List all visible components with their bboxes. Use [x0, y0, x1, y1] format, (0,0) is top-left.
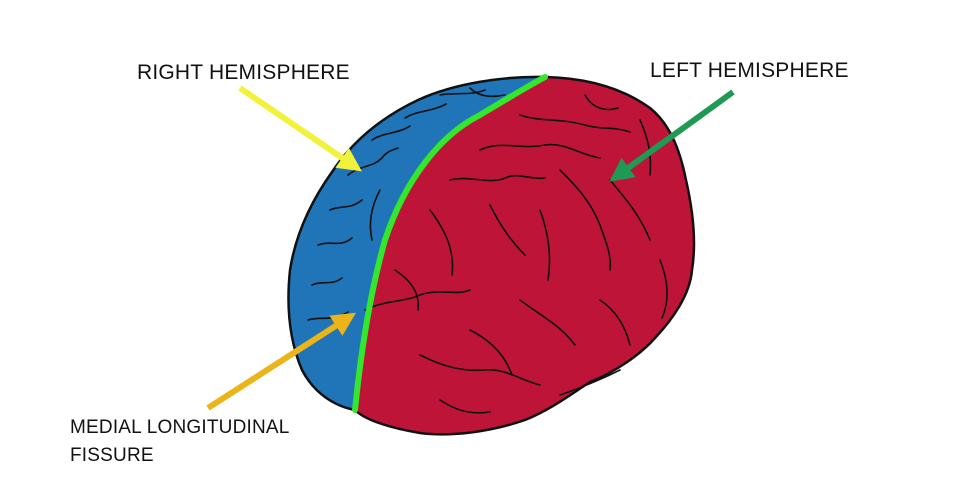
right-hemisphere-arrow	[238, 85, 362, 172]
left-hemisphere-label: LEFT HEMISPHERE	[650, 59, 849, 82]
medial-longitudinal-fissure	[352, 74, 548, 413]
right-hemisphere-sulci	[307, 87, 506, 321]
right-hemisphere-label: RIGHT HEMISPHERE	[137, 61, 350, 84]
fissure-label-line1: MEDIAL LONGITUDINAL	[70, 417, 290, 438]
left-hemisphere-arrow	[609, 89, 735, 182]
fissure-arrow	[206, 312, 357, 411]
fissure-label: MEDIAL LONGITUDINAL FISSURE	[70, 414, 290, 470]
fissure-label-line2: FISSURE	[70, 445, 154, 466]
left-hemisphere-sulci	[364, 94, 668, 414]
